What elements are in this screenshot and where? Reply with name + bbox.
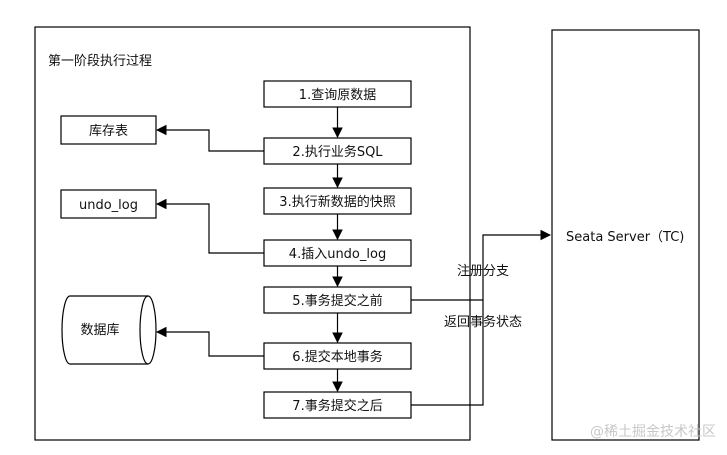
seata-server-label: Seata Server（TC)	[566, 230, 684, 245]
phase-container	[34, 26, 471, 441]
step-label-7: 7.事务提交之后	[292, 398, 382, 414]
step-box-4: 4.插入undo_log	[263, 239, 412, 267]
line-step7-to-server	[411, 300, 484, 406]
step-label-4: 4.插入undo_log	[289, 247, 386, 262]
inventory-table-box: 库存表	[60, 115, 157, 145]
undo-log-box: undo_log	[60, 189, 157, 219]
step-box-5: 5.事务提交之前	[263, 286, 412, 314]
seata-server-box	[551, 29, 700, 441]
undo-log-label: undo_log	[79, 198, 138, 213]
arrow-step6-to-database	[155, 326, 264, 357]
database-label: 数据库	[80, 322, 119, 338]
watermark: @稀土掘金技术社区	[590, 424, 716, 440]
arrow-step5-to-server	[411, 229, 552, 301]
step-label-6: 6.提交本地事务	[292, 349, 382, 365]
step-label-2: 2.执行业务SQL	[292, 144, 383, 160]
step-box-2: 2.执行业务SQL	[263, 137, 412, 165]
step-label-5: 5.事务提交之前	[292, 293, 382, 309]
step-box-7: 7.事务提交之后	[263, 391, 412, 419]
step-label-1: 1.查询原数据	[299, 88, 376, 103]
arrow-step4-to-undo-log	[155, 198, 264, 254]
register-branch-label: 注册分支	[457, 264, 509, 279]
arrow-step2-to-inventory	[155, 124, 264, 152]
step-label-3: 3.执行新数据的快照	[279, 194, 395, 210]
step-box-1: 1.查询原数据	[263, 80, 412, 108]
inventory-table-label: 库存表	[89, 123, 128, 139]
step-box-3: 3.执行新数据的快照	[263, 187, 412, 215]
database-cylinder: 数据库	[61, 295, 157, 365]
step-box-6: 6.提交本地事务	[263, 342, 412, 370]
return-status-label: 返回事务状态	[444, 314, 522, 330]
phase-title: 第一阶段执行过程	[48, 54, 152, 69]
